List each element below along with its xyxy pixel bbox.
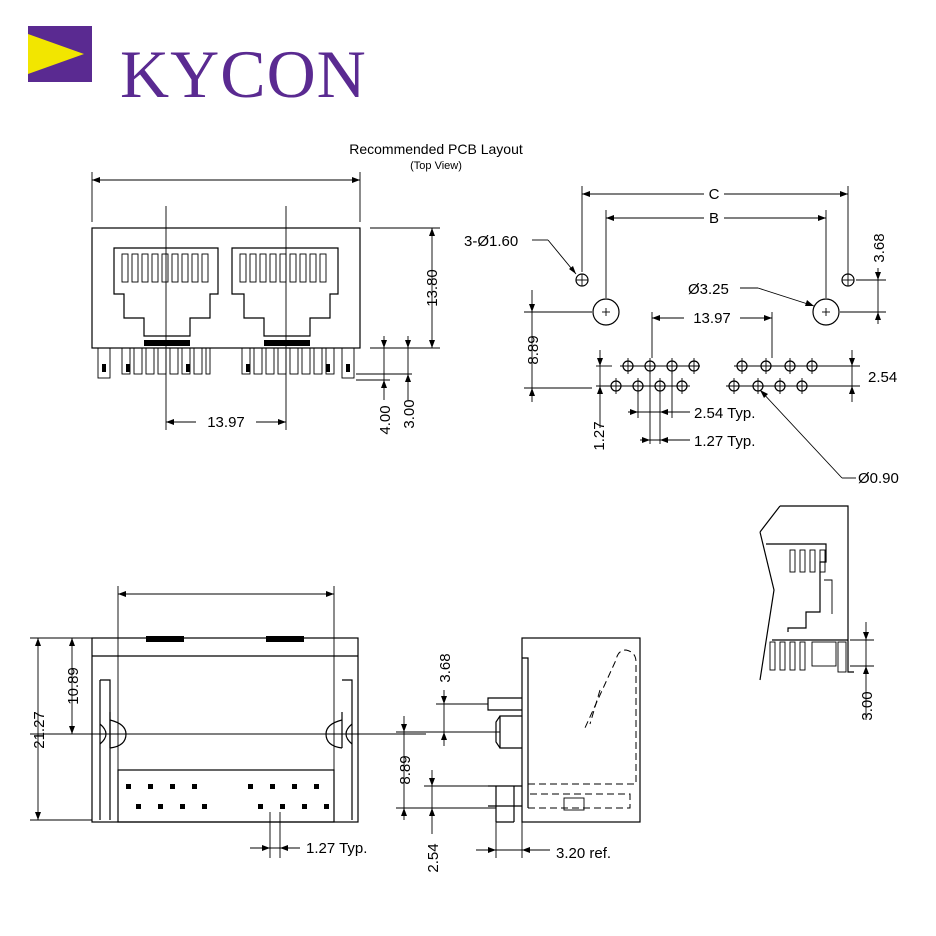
front-view: 13.97 13.80 4.00 3.00 (91, 172, 441, 435)
kycon-logo: KYCON (28, 26, 366, 108)
pcb-row-offset-127: 1.27 (591, 421, 608, 450)
pcb-pin-pitch-254-typ: 2.54 Typ. (694, 405, 755, 422)
pcb-layout-view: C B 3-Ø1.60 Ø3.25 (464, 184, 899, 487)
logo-wordmark: KYCON (120, 36, 367, 112)
front-pin-spacing-label: 13.97 (207, 414, 245, 431)
bottom-height-1089: 10.89 (65, 667, 82, 705)
pcb-vertical-889: 8.89 (525, 335, 542, 364)
logo-mark-icon (28, 26, 92, 82)
front-pin-length-300: 3.00 (401, 399, 418, 428)
pcb-mounting-hole-large-label: Ø3.25 (688, 281, 729, 298)
front-pin-length-400: 4.00 (377, 405, 394, 434)
side-dimension-889: 8.89 (397, 755, 414, 784)
pcb-row-pitch-254: 2.54 (868, 369, 897, 386)
pcb-layout-subtitle: (Top View) (410, 160, 462, 172)
front-height-label: 13.80 (424, 269, 441, 307)
pcb-dimension-b: B (709, 210, 719, 227)
side-dimension-254: 2.54 (425, 843, 442, 872)
pcb-dimension-c: C (709, 186, 720, 203)
bottom-view: 21.27 10.89 1.27 Typ. (30, 586, 426, 858)
pcb-hole-offset-368: 3.68 (871, 233, 888, 262)
detail-view: 3.00 (759, 505, 876, 721)
pcb-mounting-hole-small-label: 3-Ø1.60 (464, 233, 518, 250)
pcb-pin-hole-label: Ø0.90 (858, 470, 899, 487)
side-dimension-320-ref: 3.20 ref. (556, 845, 611, 862)
pcb-pin-offset-127-typ: 1.27 Typ. (694, 433, 755, 450)
detail-dimension-300: 3.00 (859, 691, 876, 720)
side-view: 3.68 8.89 2.54 3.20 ref. (396, 637, 641, 873)
side-dimension-368: 3.68 (437, 653, 454, 682)
bottom-pin-offset-127-typ: 1.27 Typ. (306, 840, 367, 857)
bottom-height-2127: 21.27 (31, 711, 48, 749)
pcb-pin-spacing-label: 13.97 (693, 310, 731, 327)
pcb-layout-title: Recommended PCB Layout (349, 141, 523, 157)
